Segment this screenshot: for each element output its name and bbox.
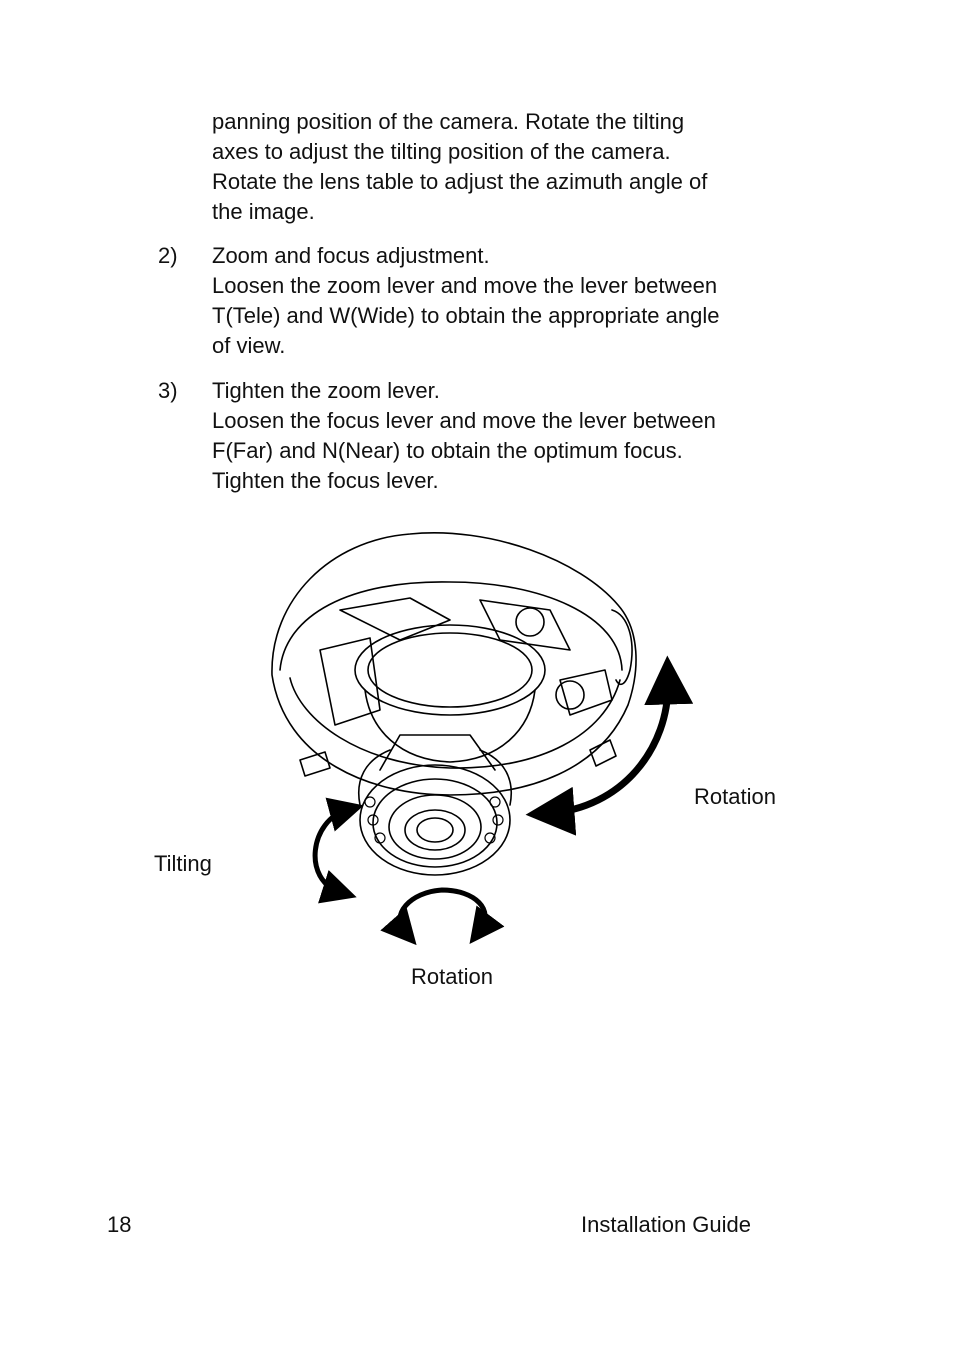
rotation-arrow-bottom: [380, 887, 505, 946]
step-line: Loosen the zoom lever and move the lever…: [212, 273, 718, 298]
footer-title: Installation Guide: [581, 1212, 751, 1237]
step-line: F(Far) and N(Near) to obtain the optimum…: [212, 438, 683, 463]
intro-line: axes to adjust the tilting position of t…: [212, 139, 671, 164]
page-number: 18: [107, 1212, 132, 1237]
camera-figure: Rotation Tilting Rotation: [150, 520, 810, 1000]
step-line: of view.: [212, 333, 286, 358]
tilting-arrow: [312, 797, 364, 904]
step-line: T(Tele) and W(Wide) to obtain the approp…: [212, 303, 720, 328]
step-number: 3): [158, 378, 178, 403]
step-3-text: Tighten the zoom lever. Loosen the focus…: [212, 376, 812, 496]
housing-rim: [279, 581, 623, 671]
step-line: Tighten the zoom lever.: [212, 378, 440, 403]
rotation-label-right: Rotation: [694, 784, 776, 809]
intro-line: Rotate the lens table to adjust the azim…: [212, 169, 708, 194]
step-number: 2): [158, 243, 178, 268]
intro-line: panning position of the camera. Rotate t…: [212, 109, 685, 134]
step-line: Tighten the focus lever.: [212, 468, 439, 493]
intro-line: the image.: [212, 199, 315, 224]
tilting-label: Tilting: [154, 851, 212, 876]
rotation-label-bottom: Rotation: [411, 964, 493, 989]
step-2-text: Zoom and focus adjustment. Loosen the zo…: [212, 241, 812, 361]
step-line: Zoom and focus adjustment.: [212, 243, 490, 268]
rotation-arrow-right: [525, 655, 694, 836]
intro-paragraph: panning position of the camera. Rotate t…: [212, 107, 812, 227]
step-line: Loosen the focus lever and move the leve…: [212, 408, 716, 433]
dome-camera-illustration: [271, 532, 694, 946]
